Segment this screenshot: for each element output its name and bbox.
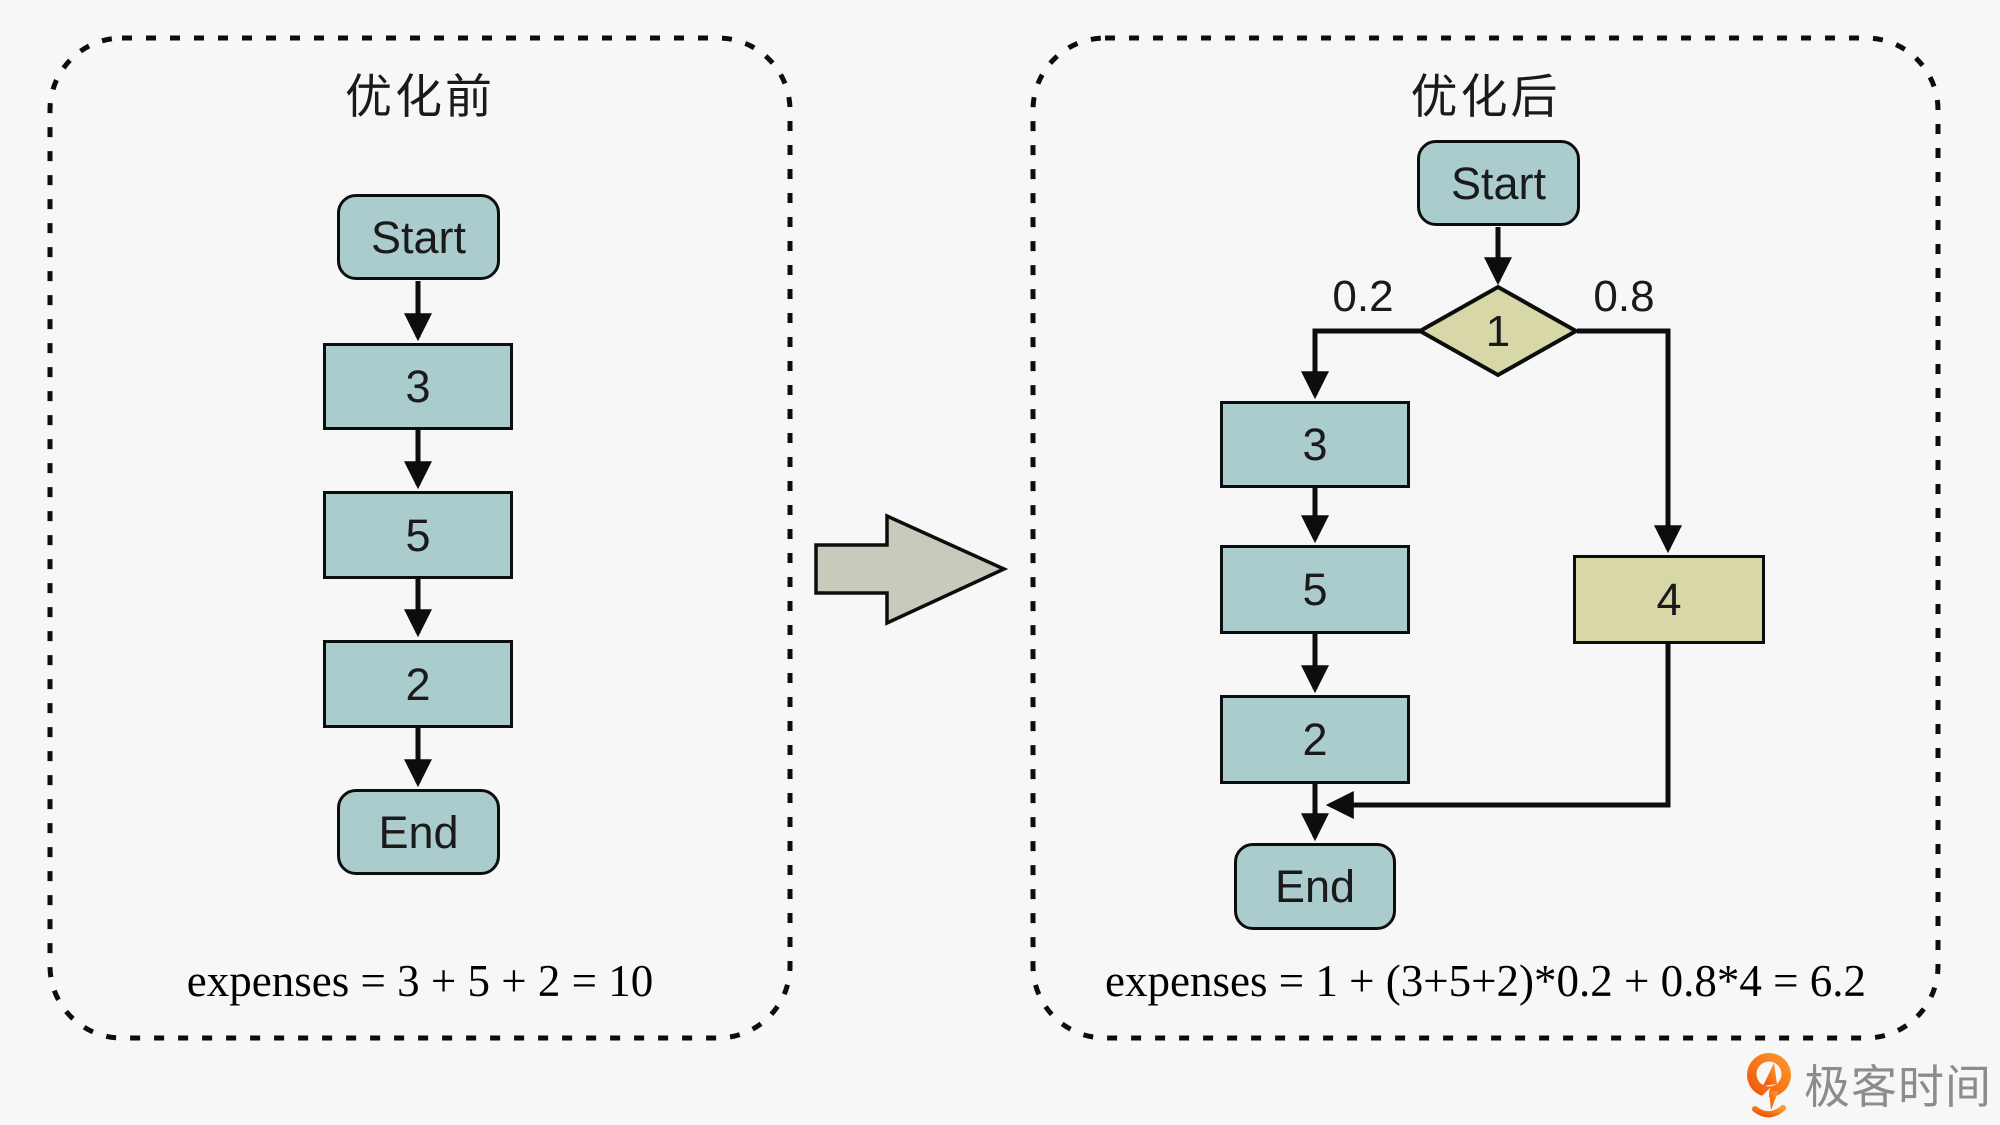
panel-after-title: 优化后: [1410, 70, 1561, 123]
after-decision-label: 1: [1485, 307, 1511, 356]
geektime-logo-text: 极客时间: [1804, 1061, 1992, 1113]
before-expenses-formula: expenses = 3 + 5 + 2 = 10: [186, 956, 654, 1006]
after-expenses-formula: expenses = 1 + (3+5+2)*0.2 + 0.8*4 = 6.2: [1105, 956, 1866, 1006]
before-step2-node: 5: [323, 491, 513, 579]
probability-right-label: 0.8: [1593, 272, 1655, 321]
before-step3-node: 2: [323, 640, 513, 728]
after-end-node: End: [1234, 843, 1396, 930]
before-end-node: End: [337, 789, 500, 875]
after-step3-node: 2: [1220, 695, 1410, 784]
edge-after-decision-to-4: [1577, 328, 1682, 554]
edge-after-4-to-join: [1325, 644, 1671, 819]
decision-diamond: [1415, 284, 1581, 378]
transform-arrow-icon: [814, 513, 1009, 626]
after-step2-node: 5: [1220, 545, 1410, 634]
after-alt-step-node: 4: [1573, 555, 1765, 644]
before-start-node: Start: [337, 194, 500, 280]
panel-after-border: [1030, 35, 1941, 1041]
before-step1-node: 3: [323, 343, 513, 430]
panel-before-border: [47, 35, 793, 1041]
edge-after-decision-to-3: [1301, 328, 1420, 400]
after-start-node: Start: [1417, 140, 1580, 226]
after-step1-node: 3: [1220, 401, 1410, 488]
probability-left-label: 0.2: [1332, 272, 1394, 321]
panel-before-title: 优化前: [345, 70, 495, 123]
geektime-logo: 极客时间: [1743, 1050, 1992, 1118]
geektime-logo-icon: [1747, 1053, 1791, 1118]
